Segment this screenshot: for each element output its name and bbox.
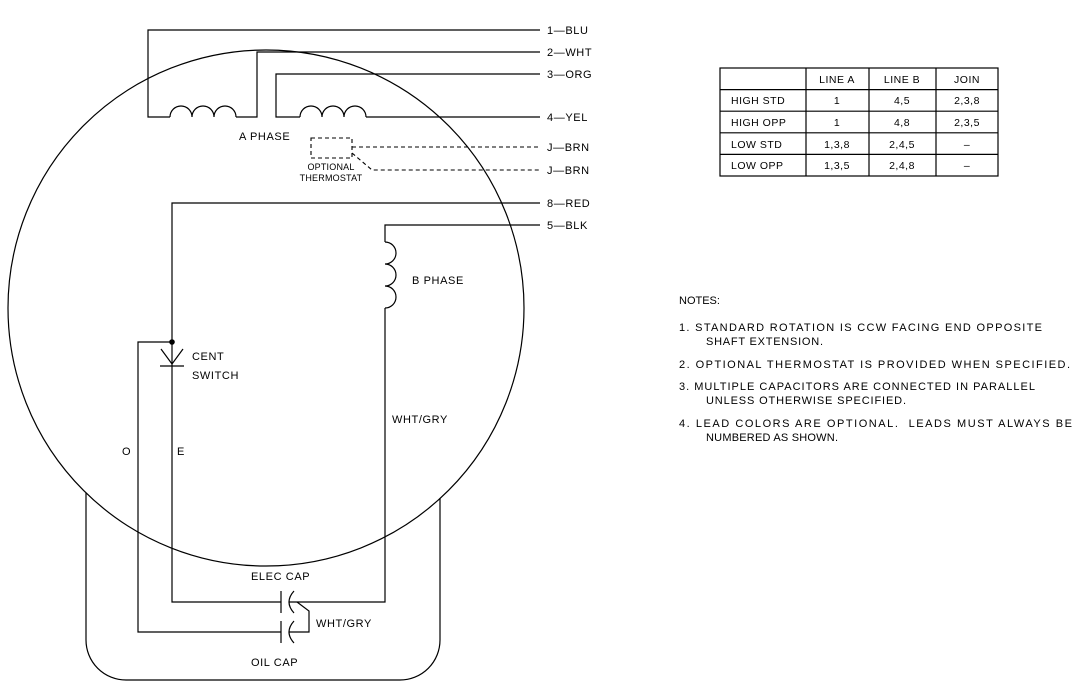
table-cell-line-b: 2,4,8 — [889, 160, 915, 172]
table-cell-line-b: 4,8 — [894, 117, 910, 129]
table-row-name: HIGH STD — [731, 95, 785, 107]
e-line-label: E — [177, 446, 185, 458]
table-row-name: LOW STD — [731, 139, 782, 151]
thermostat-lead-lower — [351, 152, 540, 171]
a-phase-label: A PHASE — [239, 131, 290, 143]
connection-table: LINE A LINE B JOIN HIGH STD 1 4,5 2,3,8 … — [719, 67, 999, 177]
elec-cap-plate-right — [288, 590, 295, 614]
a-phase-coil-2 — [299, 105, 367, 118]
lead-5-wire — [384, 224, 540, 242]
table-cell-line-b: 2,4,5 — [889, 139, 915, 151]
note-line: 4. LEAD COLORS ARE OPTIONAL. LEADS MUST … — [679, 418, 1072, 430]
table-grid — [720, 68, 998, 176]
table-header-line-b: LINE B — [884, 74, 920, 86]
table-cell-line-a: 1 — [834, 117, 840, 129]
junction-dot — [169, 339, 175, 345]
b-phase-coil — [384, 241, 397, 309]
table-cell-line-a: 1,3,8 — [824, 139, 850, 151]
lead-label-5: 5—BLK — [547, 220, 588, 232]
optional-label: OPTIONAL — [307, 162, 354, 172]
b-phase-label: B PHASE — [412, 275, 464, 287]
cent-label: CENT — [192, 351, 224, 363]
table-header-line-a: LINE A — [819, 74, 855, 86]
table-header-join: JOIN — [954, 74, 980, 86]
cent-switch-symbol — [160, 348, 184, 366]
table-cell-join: 2,3,5 — [954, 117, 980, 129]
table-cell-line-b: 4,5 — [894, 95, 910, 107]
notes-block: NOTES: 1. STANDARD ROTATION IS CCW FACIN… — [679, 295, 1072, 444]
table-cell-join: – — [964, 139, 970, 151]
note-line: UNLESS OTHERWISE SPECIFIED. — [706, 395, 906, 407]
lead-label-8: 8—RED — [547, 198, 590, 210]
table-cell-join: – — [964, 160, 970, 172]
lead-1-wire — [147, 29, 540, 118]
b-phase-return-wire — [289, 308, 386, 603]
table-row-name: LOW OPP — [731, 160, 784, 172]
switch-label: SWITCH — [192, 370, 239, 382]
table-row-name: HIGH OPP — [731, 117, 786, 129]
note-line: 1. STANDARD ROTATION IS CCW FACING END O… — [679, 322, 1042, 334]
notes-title: NOTES: — [679, 295, 720, 307]
oil-cap-label: OIL CAP — [251, 657, 298, 669]
table-border — [719, 67, 999, 177]
note-line: NUMBERED AS SHOWN. — [706, 432, 838, 444]
thermostat-box — [310, 137, 353, 159]
table-cell-line-a: 1 — [834, 95, 840, 107]
capacitor-housing-outline — [85, 493, 441, 681]
a-phase-coil-1 — [169, 105, 237, 118]
note-line: SHAFT EXTENSION. — [706, 336, 823, 348]
thermostat-label: THERMOSTAT — [300, 173, 363, 183]
lead-label-1: 1—BLU — [547, 25, 589, 37]
table-cell-join: 2,3,8 — [954, 95, 980, 107]
lead-label-3: 3—ORG — [547, 69, 592, 81]
lead-2-wire — [236, 51, 540, 118]
cap-jumper-wire — [289, 601, 310, 633]
lead-label-2: 2—WHT — [547, 47, 592, 59]
lead-label-j-lower: J—BRN — [547, 165, 590, 177]
jumper-color-label: WHT/GRY — [316, 618, 372, 630]
table-cell-line-a: 1,3,5 — [824, 160, 850, 172]
motor-frame-circle — [7, 49, 525, 567]
b-return-color-label: WHT/GRY — [392, 414, 448, 426]
lead-3-wire — [275, 73, 540, 118]
lead-label-4: 4—YEL — [547, 112, 588, 124]
lead-label-j-upper: J—BRN — [547, 142, 590, 154]
note-line: 2. OPTIONAL THERMOSTAT IS PROVIDED WHEN … — [679, 359, 1070, 371]
oil-cap-wire — [137, 341, 281, 633]
note-line: 3. MULTIPLE CAPACITORS ARE CONNECTED IN … — [679, 381, 1035, 393]
elec-cap-label: ELEC CAP — [251, 571, 310, 583]
lead-8-wire — [171, 202, 540, 603]
o-line-label: O — [122, 446, 131, 458]
